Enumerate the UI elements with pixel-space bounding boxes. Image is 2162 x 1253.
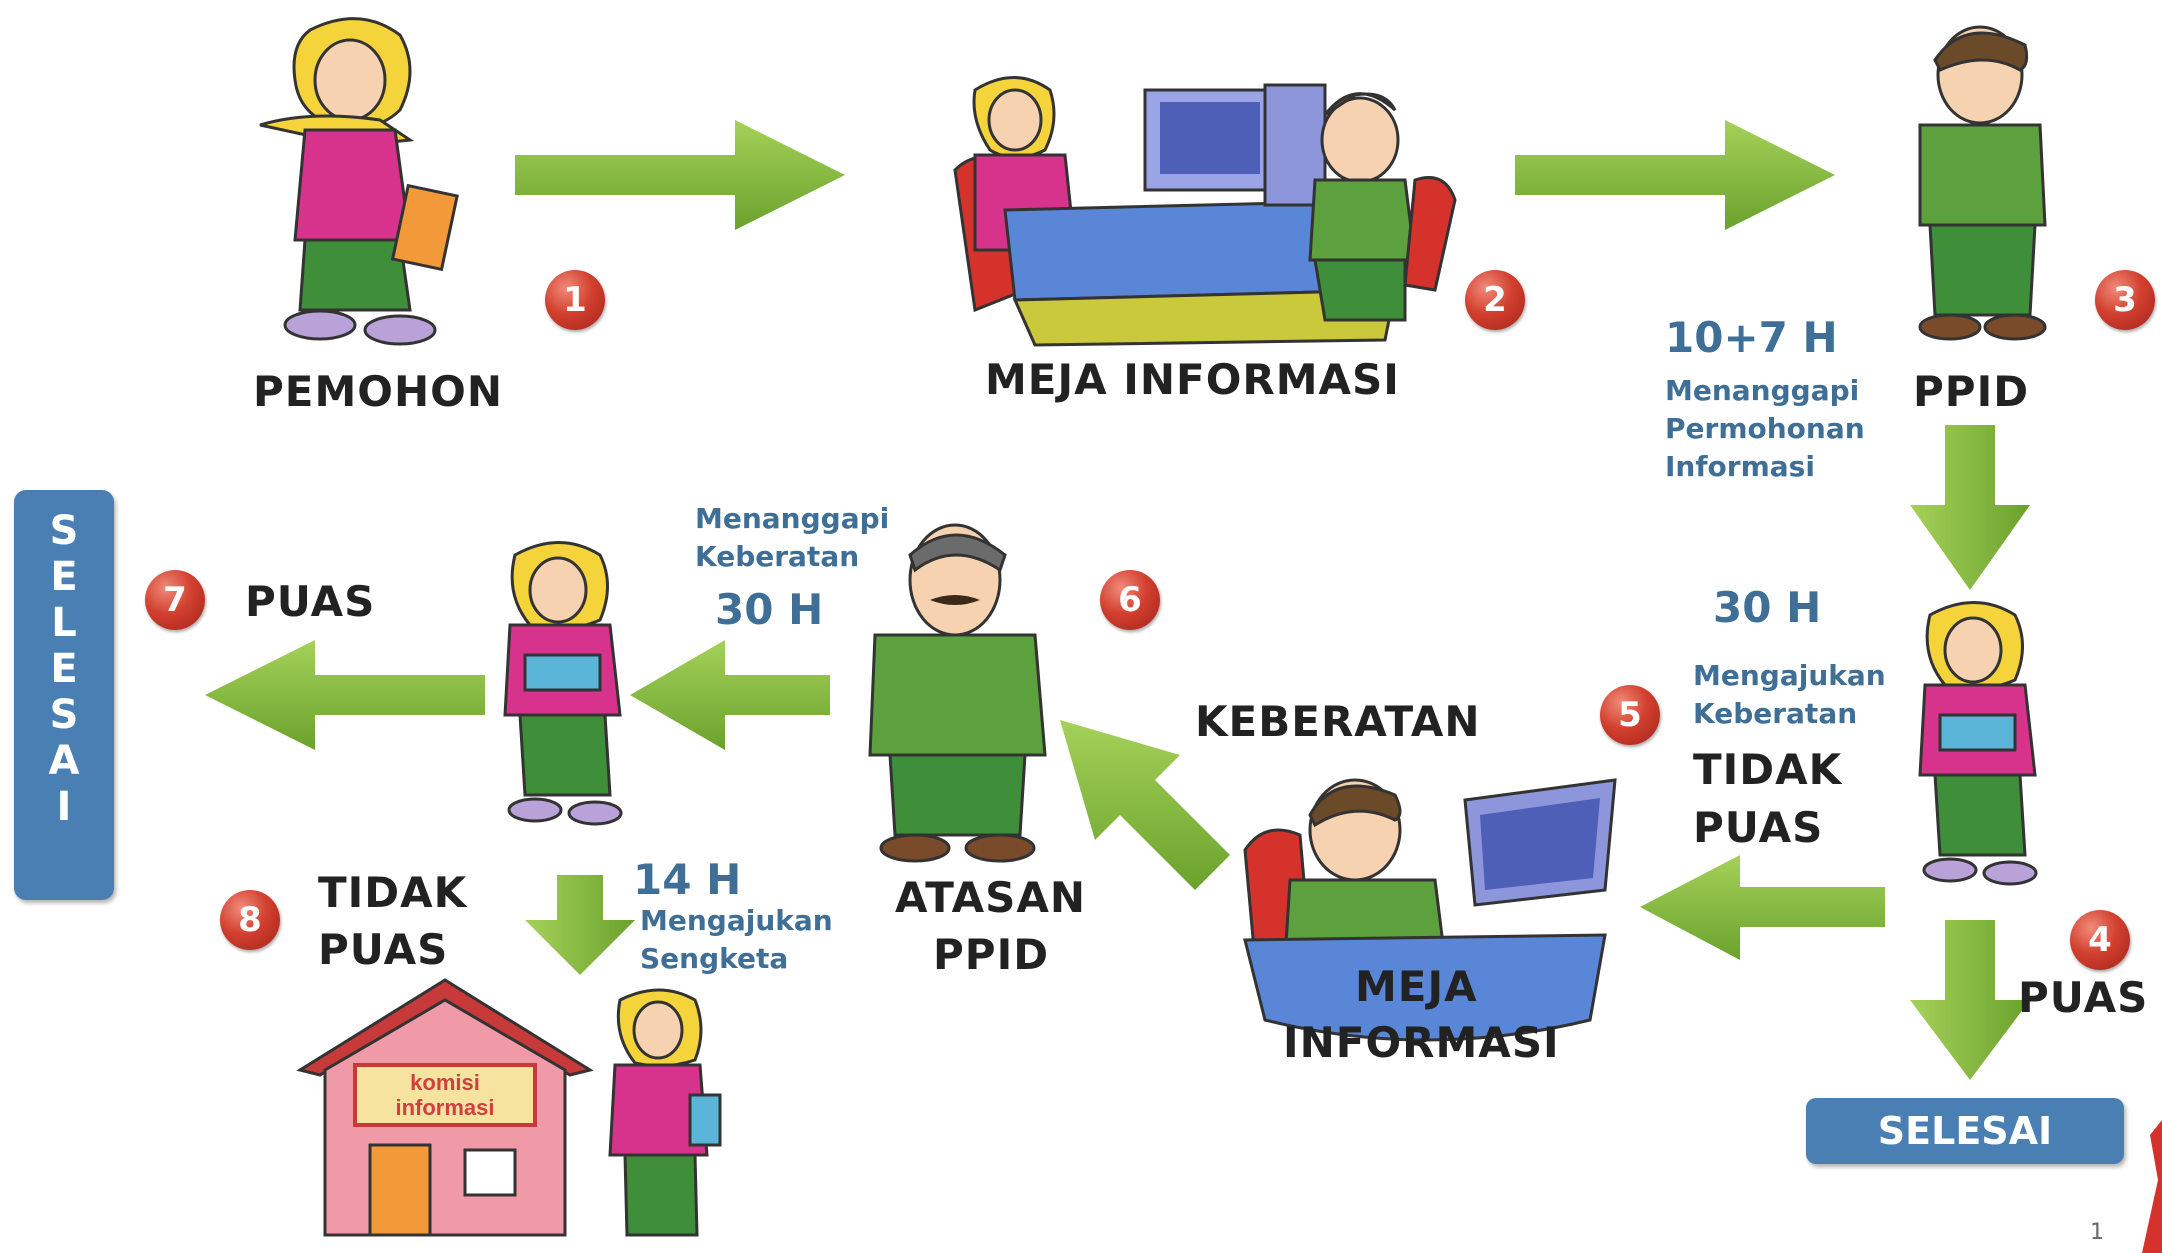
note-objection-response-line1: Menanggapi xyxy=(695,502,890,535)
note-ppid-response-line2: Permohonan xyxy=(1665,412,1865,445)
arrow-meja-to-ppid xyxy=(1515,120,1835,230)
meja-informasi-top-illustration xyxy=(953,76,1457,347)
step-badge-6: 6 xyxy=(1100,570,1160,630)
note-ppid-response-line3: Informasi xyxy=(1665,450,1815,483)
komisi-informasi-building: komisi informasi xyxy=(296,978,594,1237)
page-number: 1 xyxy=(2090,1220,2104,1245)
arrow-ppid-down xyxy=(1910,425,2030,590)
note-ppid-response: Menanggapi Permohonan Informasi xyxy=(1665,372,1865,486)
arrow-atasan-to-pemohon xyxy=(630,640,830,750)
note-dispute-filing-line2: Sengketa xyxy=(640,942,789,975)
puas-4-label: PUAS xyxy=(2018,973,2149,1022)
step-badge-4: 4 xyxy=(2070,910,2130,970)
tidak-puas-5-line2: PUAS xyxy=(1693,803,1824,852)
puas-7-label: PUAS xyxy=(245,577,376,626)
note-objection-filing-line2: Keberatan xyxy=(1693,697,1858,730)
ppid-figure xyxy=(1918,25,2047,341)
keberatan-label: KEBERATAN xyxy=(1195,697,1481,746)
note-objection-filing-line1: Mengajukan xyxy=(1693,659,1886,692)
note-objection-response: Menanggapi Keberatan xyxy=(695,500,889,576)
selesai-letter-1: S xyxy=(49,508,79,554)
note-objection-filing: Mengajukan Keberatan xyxy=(1693,657,1886,733)
selesai-letter-7: I xyxy=(56,784,72,830)
note-dispute-filing-line1: Mengajukan xyxy=(640,904,833,937)
meja-informasi-bottom-illustration xyxy=(1243,778,1617,1042)
ppid-label: PPID xyxy=(1913,367,2030,416)
note-ppid-response-line1: Menanggapi xyxy=(1665,374,1860,407)
corner-logo xyxy=(2142,1120,2162,1253)
arrow-puas-to-selesai xyxy=(205,640,485,750)
arrow-puas-down xyxy=(1910,920,2030,1080)
atasan-ppid-line2: PPID xyxy=(933,930,1050,979)
atasan-ppid-line1: ATASAN xyxy=(895,873,1087,922)
komisi-label-line1: komisi xyxy=(410,1070,480,1095)
tidak-puas-8-line1: TIDAK xyxy=(318,868,468,917)
tidak-puas-8-line2: PUAS xyxy=(318,925,449,974)
pemohon-komisi-figure xyxy=(608,988,722,1237)
step-badge-2: 2 xyxy=(1465,270,1525,330)
selesai-letter-4: E xyxy=(50,646,78,692)
note-objection-response-line2: Keberatan xyxy=(695,540,860,573)
step-badge-5: 5 xyxy=(1600,685,1660,745)
duration-dispute-filing: 14 H xyxy=(633,855,742,904)
duration-objection-filing: 30 H xyxy=(1713,583,1822,632)
selesai-letter-5: S xyxy=(49,692,79,738)
duration-ppid-response: 10+7 H xyxy=(1665,313,1838,362)
note-dispute-filing: Mengajukan Sengketa xyxy=(640,902,833,978)
step-badge-1: 1 xyxy=(545,270,605,330)
meja-informasi-bottom-line2: INFORMASI xyxy=(1283,1018,1560,1067)
selesai-horizontal-box: SELESAI xyxy=(1806,1098,2124,1164)
step-badge-3: 3 xyxy=(2095,270,2155,330)
selesai-letter-6: A xyxy=(48,738,80,784)
arrow-keberatan-to-atasan xyxy=(1060,720,1230,890)
pemohon-right-figure xyxy=(1918,601,2038,886)
selesai-letter-3: L xyxy=(51,600,77,646)
selesai-letter-2: E xyxy=(50,554,78,600)
meja-informasi-top-label: MEJA INFORMASI xyxy=(985,355,1400,404)
arrow-pemohon-to-meja xyxy=(515,120,845,230)
komisi-label-line2: informasi xyxy=(395,1095,494,1120)
meja-informasi-bottom-line1: MEJA xyxy=(1355,962,1478,1011)
duration-objection-response: 30 H xyxy=(715,585,824,634)
tidak-puas-5-line1: TIDAK xyxy=(1693,745,1843,794)
pemohon-figure xyxy=(259,17,459,346)
pemohon-middle-figure xyxy=(503,541,623,826)
atasan-ppid-figure xyxy=(868,523,1047,863)
arrow-tidak-puas-down xyxy=(525,875,635,975)
step-badge-8: 8 xyxy=(220,890,280,950)
selesai-vertical-box: S E L E S A I xyxy=(14,490,114,900)
step-badge-7: 7 xyxy=(145,570,205,630)
pemohon-label: PEMOHON xyxy=(253,367,503,416)
arrow-tidak-puas-to-meja xyxy=(1640,855,1885,960)
